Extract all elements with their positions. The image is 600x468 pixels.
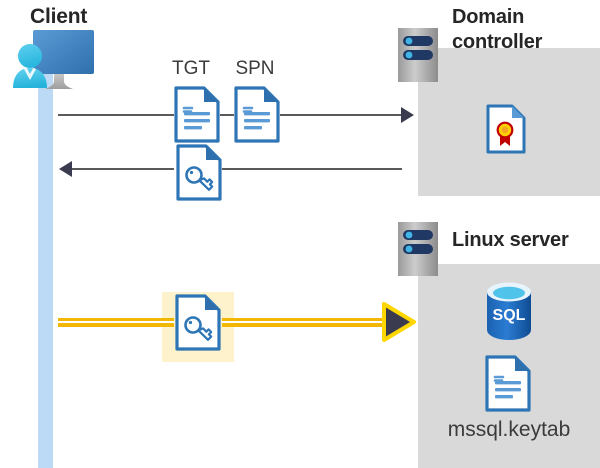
- domain-controller-server-icon: [398, 28, 438, 82]
- request-flow-line-left: [58, 114, 174, 116]
- request-flow-arrowhead: [401, 107, 414, 123]
- keytab-file-label: mssql.keytab: [447, 418, 571, 441]
- domain-controller-heading-line1: Domain: [452, 6, 525, 28]
- request-flow-line-mid: [220, 114, 234, 116]
- service-ticket-key-document-icon: [175, 294, 221, 351]
- response-flow-line-right: [222, 168, 402, 170]
- sql-database-icon: SQL: [483, 282, 535, 340]
- tgt-document-icon: [174, 86, 220, 143]
- keytab-document-icon: [485, 355, 531, 412]
- certificate-document-icon: [486, 104, 526, 154]
- tgt-label: TGT: [172, 58, 210, 79]
- request-flow-line-right: [280, 114, 402, 116]
- linux-server-heading: Linux server: [452, 229, 569, 251]
- response-flow-arrowhead: [59, 161, 72, 177]
- spn-document-icon: [234, 86, 280, 143]
- response-key-document-icon: [176, 144, 222, 201]
- client-lifeline: [38, 72, 53, 468]
- spn-label: SPN: [235, 58, 275, 79]
- domain-controller-heading-line2: controller: [452, 31, 543, 53]
- domain-controller-heading: Domain controller: [452, 5, 592, 55]
- service-ticket-line-left: [58, 318, 174, 327]
- response-flow-line-left: [72, 168, 174, 170]
- linux-server-server-icon: [398, 222, 438, 276]
- client-heading: Client: [30, 5, 88, 28]
- service-ticket-line-right: [222, 318, 390, 327]
- user-computer-icon: [6, 26, 94, 96]
- sql-database-label: SQL: [493, 307, 526, 324]
- service-ticket-arrowhead: [382, 302, 416, 342]
